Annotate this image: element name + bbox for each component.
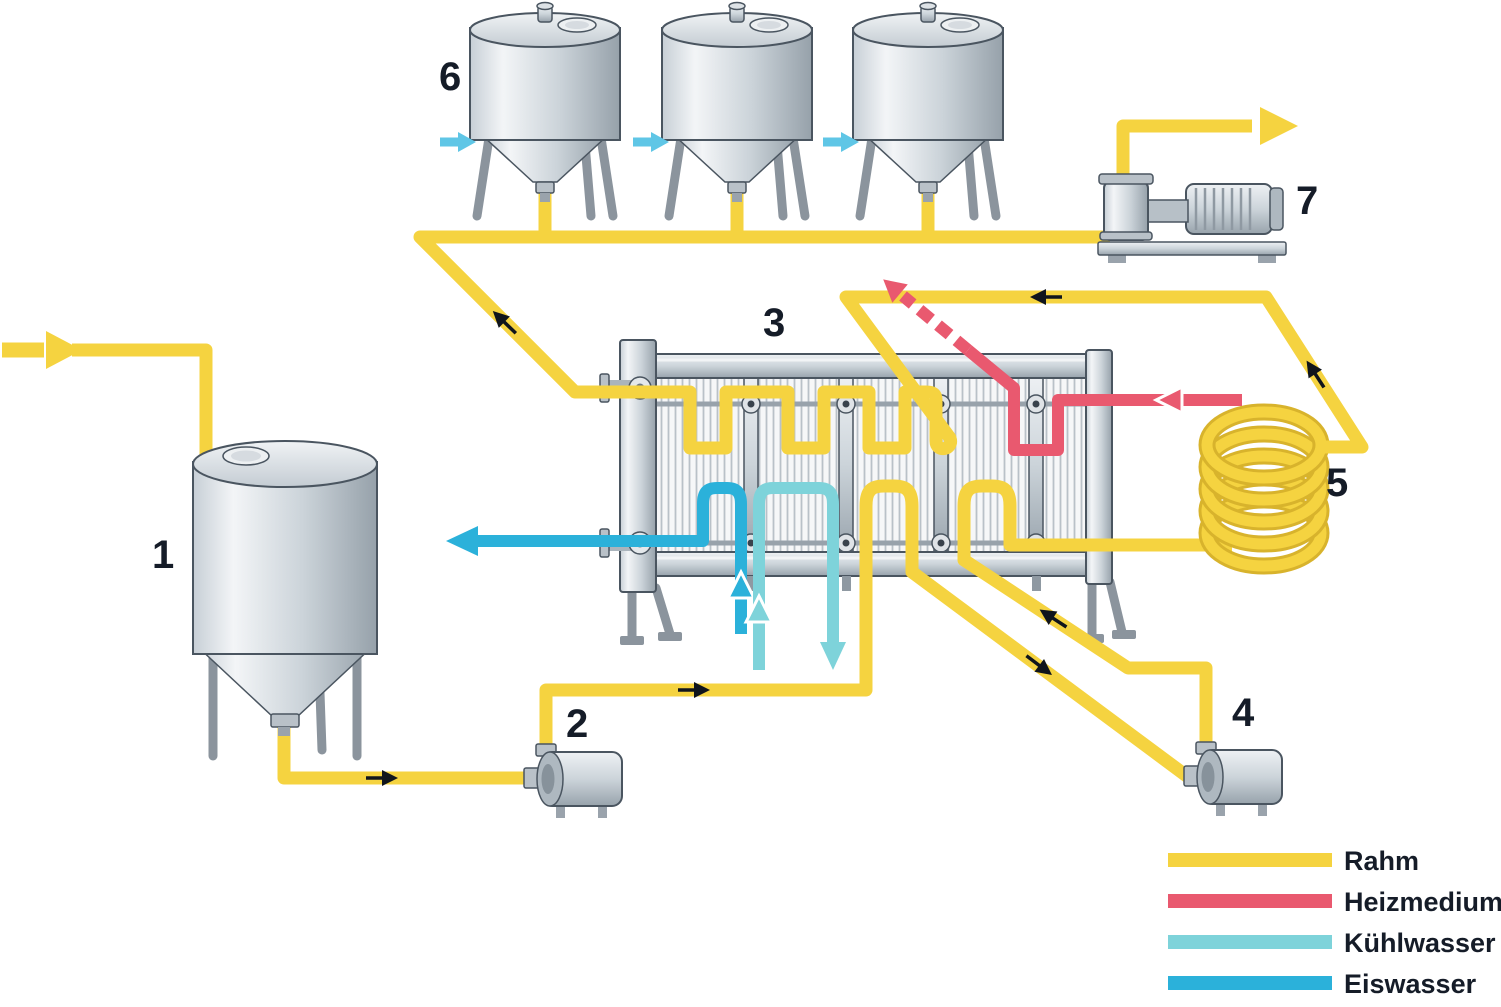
heating-medium-return-arrow (883, 279, 908, 303)
pump7-motor (1185, 183, 1273, 235)
cream-pipe-pump4-hx-to-coil (957, 479, 1232, 744)
cream-inlet-arrow (46, 331, 82, 369)
storage-tank-1 (192, 440, 378, 761)
centrifugal-pump-2 (523, 743, 623, 819)
legend-label-rahm: Rahm (1344, 846, 1419, 876)
heating-medium-pipes (883, 279, 1242, 456)
label-6: 6 (439, 55, 461, 99)
ice-water-pipe (478, 482, 747, 634)
cooling-water-pipes (743, 482, 846, 670)
heating-medium-in-arrow (1152, 384, 1184, 416)
ice-water-in-arrow (725, 568, 757, 600)
label-4: 4 (1232, 691, 1255, 735)
top-frame-bar (639, 353, 1105, 379)
cream-outlet-arrow (1260, 107, 1298, 145)
hx-right-support (1085, 349, 1113, 585)
legend-item-kuehlwasser: Kühlwasser (1168, 928, 1496, 958)
holding-coil-5 (1198, 403, 1330, 575)
ice-water-out-arrow (446, 526, 478, 556)
buffer-tank-6a (470, 3, 620, 217)
legend-swatch-kuehlwasser (1168, 935, 1332, 949)
hx-legs (620, 576, 1136, 645)
legend-swatch-heizmedium (1168, 894, 1332, 908)
legend-item-eiswasser: Eiswasser (1168, 969, 1477, 999)
legend: Rahm Heizmedium Kühlwasser Eiswasser (1168, 846, 1501, 999)
legend-item-rahm: Rahm (1168, 846, 1419, 876)
tank6c-inlet-arrow (823, 132, 859, 152)
label-3: 3 (763, 301, 785, 345)
centrifugal-pump-4 (1183, 741, 1283, 817)
cooling-water-in-arrow (743, 592, 775, 624)
pump7-base (1097, 241, 1287, 256)
cream-pipe-inlet-to-tank1 (72, 343, 213, 455)
label-2: 2 (566, 702, 588, 746)
ice-water-pipes (446, 482, 757, 634)
label-5: 5 (1326, 461, 1348, 505)
heating-medium-pipe (964, 345, 1242, 456)
equipment-numbers: 1 2 3 4 5 6 7 (152, 55, 1348, 746)
cream-pipe-tank1-to-pump2 (277, 722, 532, 785)
cream-pipe-coil-hx-to-tanks (413, 230, 1369, 455)
cream-pipe-pump7-outlet (1116, 119, 1252, 182)
label-1: 1 (152, 533, 174, 577)
legend-label-heizmedium: Heizmedium (1344, 887, 1501, 917)
buffer-tank-6b (662, 3, 812, 217)
hx-left-end-plate (619, 339, 657, 593)
pump-unit-7 (1097, 173, 1287, 263)
coil-rings (1198, 403, 1330, 575)
buffer-tank-6c (853, 3, 1003, 217)
tank6b-inlet-arrow (633, 132, 669, 152)
legend-item-heizmedium: Heizmedium (1168, 887, 1501, 917)
cooling-water-pipe (753, 482, 839, 670)
legend-swatch-rahm (1168, 853, 1332, 867)
legend-swatch-eiswasser (1168, 976, 1332, 990)
tank-inlet-arrows (440, 132, 859, 152)
cream-pipe-pump2-hx-to-pump4 (539, 479, 1192, 783)
legend-label-eiswasser: Eiswasser (1344, 969, 1477, 999)
legend-label-kuehlwasser: Kühlwasser (1344, 928, 1496, 958)
heating-medium-return-dashed (899, 291, 972, 355)
label-7: 7 (1296, 179, 1318, 223)
cooling-water-out-arrow (820, 642, 846, 670)
tank6a-inlet-arrow (440, 132, 476, 152)
